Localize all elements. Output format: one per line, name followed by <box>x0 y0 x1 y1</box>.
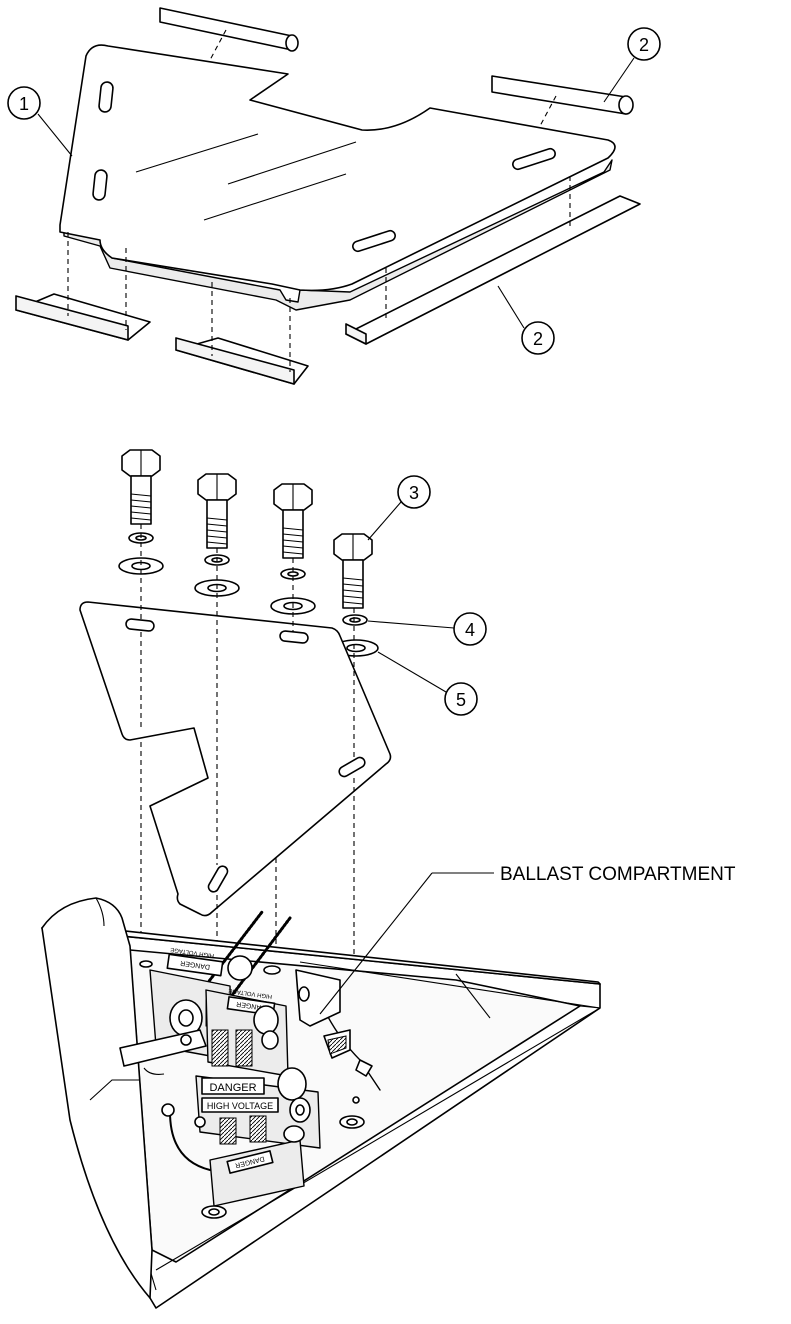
ballast-cover-plate <box>79 601 392 917</box>
callout-5: 5 <box>377 651 478 716</box>
svg-text:HIGH VOLTAGE: HIGH VOLTAGE <box>207 1101 273 1111</box>
svg-text:2: 2 <box>639 35 649 55</box>
foam-strip-rear-left <box>159 7 299 52</box>
callout-4: 4 <box>367 612 487 646</box>
ballast-compartment: DANGER DANGER DANGER HIGH VOLTAGE <box>41 897 601 1309</box>
callout-2-bottom: 2 <box>497 285 555 355</box>
svg-text:BALLAST COMPARTMENT: BALLAST COMPARTMENT <box>500 864 736 885</box>
svg-text:2: 2 <box>533 329 543 349</box>
hex-bolt-2 <box>194 473 240 597</box>
svg-text:1: 1 <box>19 94 29 114</box>
svg-text:DANGER: DANGER <box>180 959 211 970</box>
ballast-unit-4: DANGER <box>209 1125 305 1207</box>
ballast-compartment-label: BALLAST COMPARTMENT <box>319 864 736 1015</box>
callout-1: 1 <box>7 86 73 157</box>
callout-2-top: 2 <box>603 27 661 103</box>
foam-strip-rear-right <box>491 75 634 115</box>
foam-strip-front-right <box>345 195 641 345</box>
top-plate <box>59 44 616 311</box>
foam-pad-center <box>175 337 309 385</box>
hex-bolt-4 <box>333 533 379 657</box>
svg-text:DANGER: DANGER <box>209 1082 256 1094</box>
svg-text:4: 4 <box>465 620 475 640</box>
callout-3: 3 <box>367 475 431 541</box>
foam-pad-left <box>15 293 151 341</box>
svg-text:3: 3 <box>409 483 419 503</box>
svg-text:DANGER: DANGER <box>236 1000 267 1011</box>
svg-text:5: 5 <box>456 690 466 710</box>
top-plate-assembly <box>15 7 641 385</box>
ballast-unit-2: DANGER <box>205 955 289 1077</box>
